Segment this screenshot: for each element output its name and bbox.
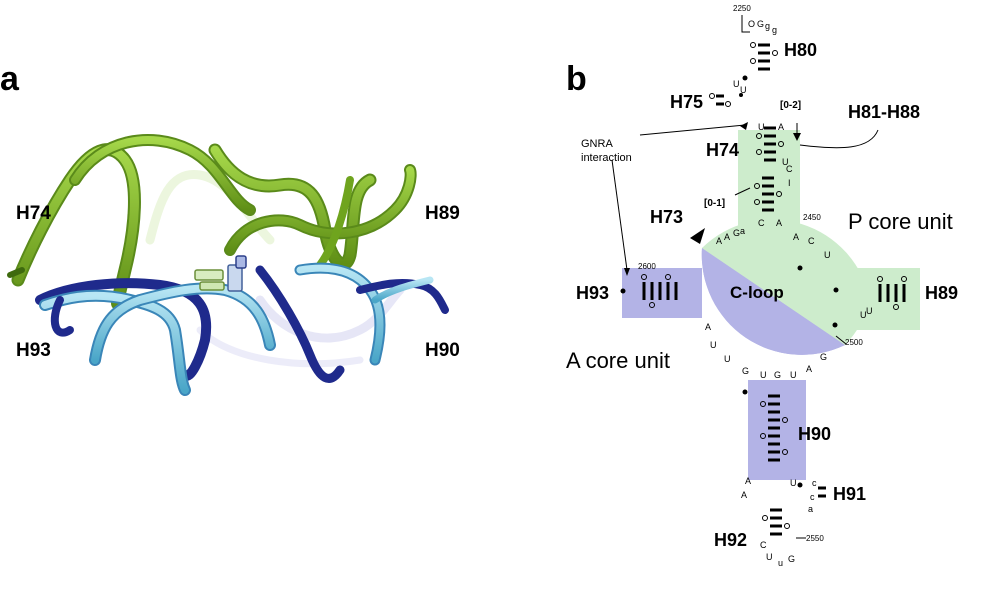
svg-text:I: I	[788, 178, 791, 188]
svg-text:G: G	[820, 352, 827, 362]
gnra-label-line2: interaction	[581, 152, 632, 164]
svg-text:U: U	[758, 122, 765, 132]
blue-strands	[35, 262, 449, 396]
h81-arrowhead	[793, 133, 801, 141]
svg-text:U: U	[782, 157, 789, 167]
svg-text:A: A	[745, 476, 751, 486]
label-h81-h88: H81-H88	[848, 102, 921, 122]
svg-text:u: u	[778, 558, 783, 568]
label-h74-b: H74	[706, 140, 740, 160]
panel-b-letter: b	[566, 60, 587, 98]
label-h74-a: H74	[16, 203, 51, 224]
svg-text:U: U	[790, 370, 797, 380]
svg-text:a: a	[740, 226, 745, 236]
label-h89-a: H89	[425, 203, 460, 224]
number-2450: 2450	[803, 213, 821, 222]
label-h93-a: H93	[16, 340, 51, 361]
svg-text:U: U	[866, 306, 873, 316]
base-pair-ladders	[642, 43, 906, 536]
a-core-region	[622, 248, 845, 480]
svg-text:c: c	[810, 492, 815, 502]
panel-a-letter: a	[0, 60, 19, 98]
svg-text:C: C	[808, 236, 815, 246]
label-h80: H80	[784, 40, 818, 60]
c-loop-label: C-loop	[730, 283, 784, 302]
svg-text:A: A	[724, 232, 730, 242]
svg-text:C: C	[758, 218, 765, 228]
svg-text:G: G	[788, 554, 795, 564]
svg-text:a: a	[808, 504, 813, 514]
svg-text:O: O	[748, 19, 755, 29]
p-core-unit-label: P core unit	[848, 209, 953, 234]
svg-text:A: A	[741, 490, 747, 500]
svg-text:A: A	[793, 232, 799, 242]
h73-arrowhead	[690, 228, 705, 244]
label-h91: H91	[833, 484, 867, 504]
connector-lines	[611, 15, 879, 539]
svg-text:G: G	[757, 19, 764, 29]
label-h90-b: H90	[798, 424, 832, 444]
svg-text:G: G	[774, 370, 781, 380]
gnra-label-line1: GNRA	[581, 138, 613, 150]
panel-a-structure	[7, 134, 449, 396]
svg-text:A: A	[778, 122, 784, 132]
svg-text:U: U	[860, 310, 867, 320]
number-2550: 2550	[806, 534, 824, 543]
label-h73: H73	[650, 207, 684, 227]
svg-text:A: A	[776, 218, 782, 228]
svg-text:G: G	[733, 228, 740, 238]
label-h92: H92	[714, 530, 748, 550]
nucleotide-dots	[620, 75, 839, 488]
svg-text:U: U	[790, 478, 797, 488]
bracket-0-2: [0-2]	[780, 100, 802, 111]
svg-text:C: C	[760, 540, 767, 550]
label-h90-a: H90	[425, 340, 460, 361]
svg-text:U: U	[824, 250, 831, 260]
bracket-0-1: [0-1]	[704, 198, 726, 209]
svg-text:A: A	[716, 236, 722, 246]
svg-text:G: G	[742, 366, 749, 376]
number-2600: 2600	[638, 262, 656, 271]
number-2500: 2500	[845, 338, 863, 347]
green-strands	[7, 134, 417, 311]
svg-text:g: g	[772, 25, 777, 35]
label-h89-b: H89	[925, 283, 959, 303]
svg-text:U: U	[710, 340, 717, 350]
svg-text:C: C	[786, 164, 793, 174]
svg-text:U: U	[766, 552, 773, 562]
svg-text:U: U	[760, 370, 767, 380]
svg-text:g: g	[765, 21, 770, 31]
svg-text:U: U	[724, 354, 731, 364]
svg-text:U: U	[733, 79, 740, 89]
svg-text:A: A	[806, 364, 812, 374]
a-core-unit-label: A core unit	[566, 348, 670, 373]
svg-text:U: U	[740, 85, 747, 95]
central-bases	[194, 255, 247, 292]
svg-text:c: c	[812, 478, 817, 488]
label-h75: H75	[670, 92, 704, 112]
svg-text:A: A	[705, 322, 711, 332]
label-h93-b: H93	[576, 283, 610, 303]
number-2250: 2250	[733, 4, 751, 13]
nucleotide-circles	[641, 42, 907, 529]
